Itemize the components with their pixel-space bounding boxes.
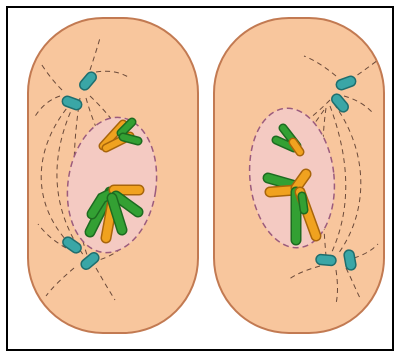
left-cell [28,18,198,333]
right-cell [214,18,384,333]
